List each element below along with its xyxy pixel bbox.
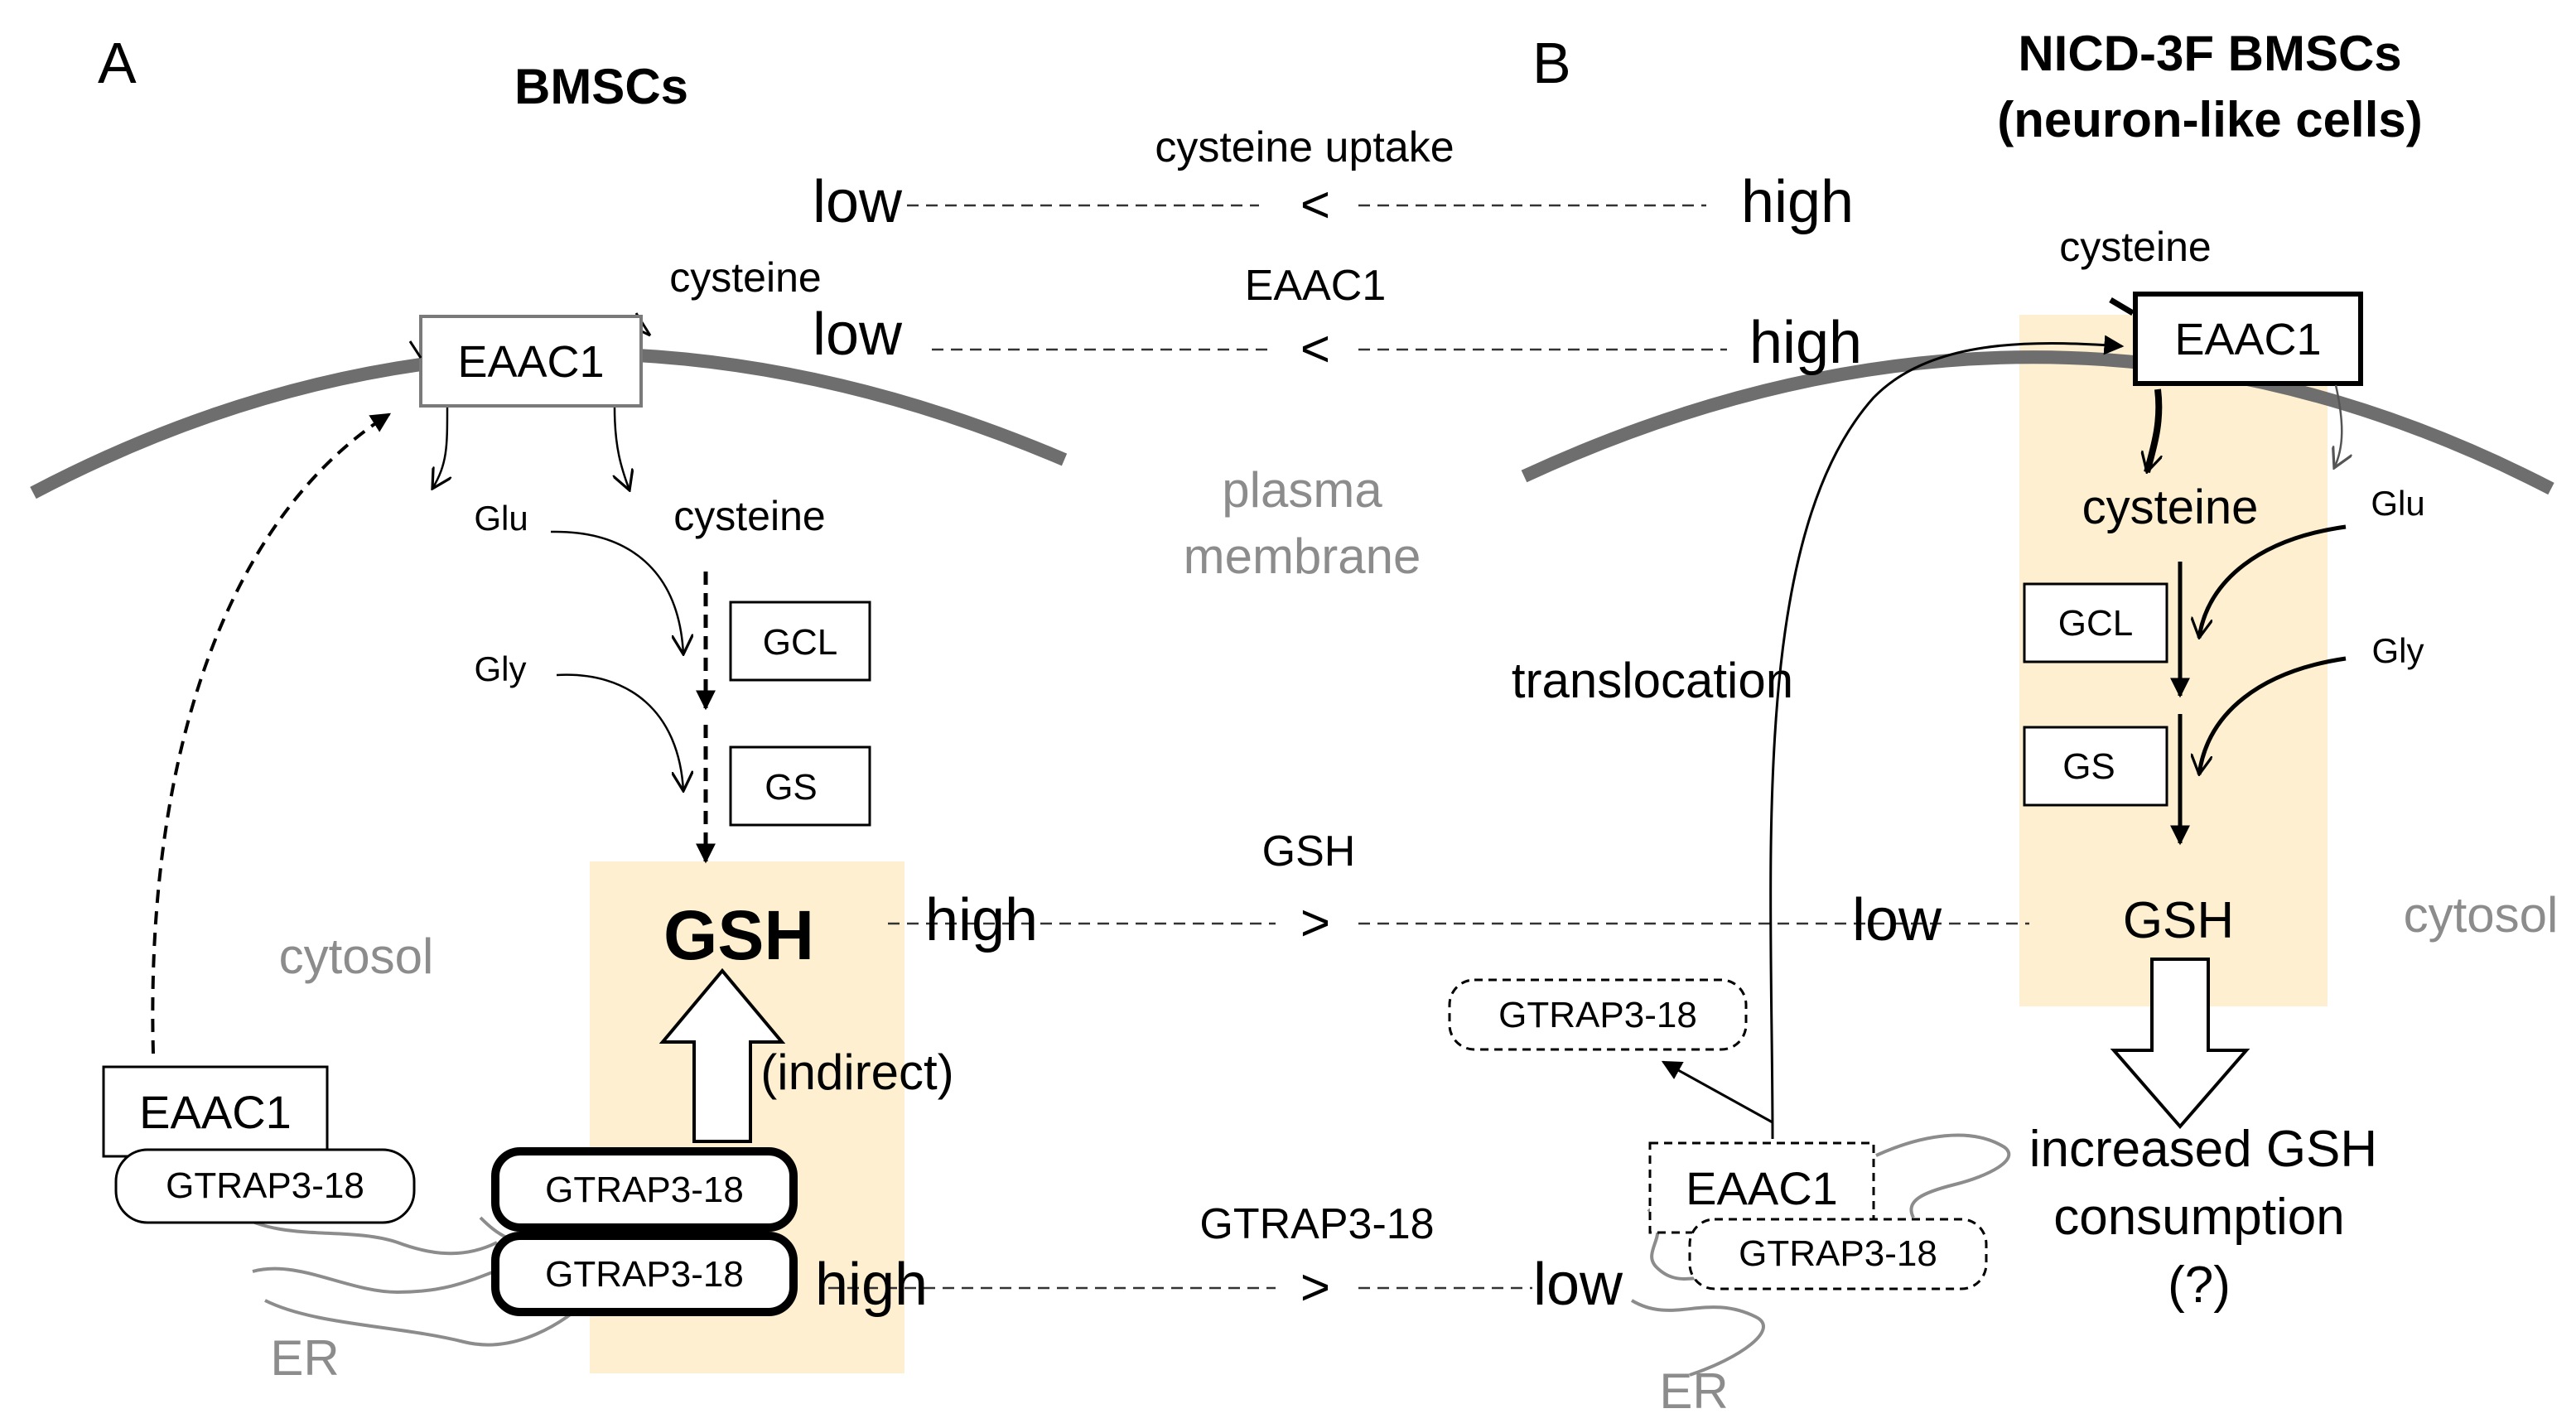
comparison-row-gsh: GSH high > low: [888, 827, 2029, 953]
panel-a-eaac1-er-box: [102, 1065, 329, 1158]
panel-a-gtrap-er-box: [114, 1148, 416, 1224]
panel-a-eaac1-membrane-label: EAAC1: [457, 337, 604, 387]
comparison-row-cysteine-uptake: cysteine uptake low < high: [813, 123, 1854, 235]
panel-b-consumption-line1: increased GSH: [2029, 1121, 2377, 1178]
panel-a-gtrap-box-2: [491, 1232, 798, 1316]
panel-b-gtrap-er-label: GTRAP3-18: [1739, 1233, 1937, 1274]
panel-a-er-label: ER: [270, 1330, 339, 1386]
comparison-left-value: high: [815, 1252, 928, 1318]
panel-a-gtrap-label-2: GTRAP3-18: [545, 1254, 744, 1295]
panel-a-cytosol-label: cytosol: [279, 929, 434, 984]
panel-a-cysteine-inside: cysteine: [673, 493, 825, 539]
panel-b-translocation-label: translocation: [1512, 653, 1793, 708]
panel-b-er-label: ER: [1659, 1363, 1728, 1419]
panel-b-gs-box: [2023, 726, 2168, 807]
comparison-left-value: high: [925, 887, 1038, 953]
panel-a-er-shape: [234, 1212, 598, 1347]
panel-a-gly-label: Gly: [475, 649, 527, 688]
panel-b-consumption-line2: consumption: [2053, 1189, 2345, 1246]
comparison-symbol: <: [1300, 321, 1330, 378]
panel-a-indirect-label: (indirect): [760, 1044, 953, 1100]
panel-a-gs-box: [729, 745, 871, 827]
panel-a-eaac1-membrane-box: [419, 315, 643, 408]
comparison-symbol: >: [1300, 895, 1330, 952]
panel-a-gs-label: GS: [765, 767, 818, 808]
panel-a-gcl-label: GCL: [763, 622, 837, 663]
comparison-label: EAAC1: [1245, 262, 1387, 310]
comparison-left-value: low: [813, 302, 903, 368]
panel-a-title: BMSCs: [514, 59, 688, 114]
panel-a-gtrap-er-label: GTRAP3-18: [166, 1165, 364, 1206]
panel-a-gcl-box: [729, 601, 871, 682]
comparison-right-value: low: [1533, 1252, 1623, 1318]
panel-a-letter: A: [98, 31, 137, 95]
comparison-label: GTRAP3-18: [1199, 1200, 1434, 1248]
panel-b-consumption-line3: (?): [2168, 1257, 2231, 1314]
panel-b-gtrap-free-box: [1448, 978, 1748, 1051]
panel-b-letter: B: [1532, 31, 1571, 95]
panel-b-cysteine-inside: cysteine: [2082, 480, 2259, 534]
panel-b-eaac1-er-label: EAAC1: [1686, 1162, 1838, 1214]
comparison-row-gtrap3-18: GTRAP3-18 high > low: [815, 1200, 1623, 1318]
comparison-symbol: <: [1300, 176, 1330, 234]
comparison-symbol: >: [1300, 1259, 1330, 1316]
comparison-right-value: low: [1852, 887, 1942, 953]
panel-a-eaac1-er-label: EAAC1: [139, 1086, 292, 1138]
panel-a-glu-label: Glu: [474, 499, 528, 538]
panel-b-gs-label: GS: [2062, 746, 2115, 787]
panel-a-indirect-up-arrow: [658, 967, 786, 1143]
panel-b-cytosol-label: cytosol: [2404, 887, 2559, 943]
comparison-right-value: high: [1741, 169, 1854, 235]
panel-a-cysteine-outside: cysteine: [669, 254, 821, 301]
comparison-right-value: high: [1749, 310, 1862, 376]
panel-b-consumption-down-arrow: [2110, 958, 2250, 1130]
panel-a-gtrap-box-1: [491, 1147, 798, 1232]
panel-b-eaac1-membrane-box: [2133, 292, 2363, 386]
panel-b-gly-label: Gly: [2372, 631, 2424, 670]
panel-b-eaac1-er-box: [1648, 1141, 1875, 1234]
panel-b-gtrap-er-box: [1688, 1218, 1988, 1291]
panel-b-gsh-label: GSH: [2123, 892, 2234, 949]
panel-b-gcl-box: [2023, 582, 2168, 663]
panel-b-glu-label: Glu: [2371, 484, 2424, 523]
panel-b-eaac1-membrane-label: EAAC1: [2174, 315, 2321, 364]
plasma-membrane-label: plasma: [1222, 462, 1382, 518]
comparison-left-value: low: [813, 169, 903, 235]
panel-b-cysteine-outside: cysteine: [2059, 224, 2211, 270]
panel-b-plasma-membrane: [1521, 350, 2554, 495]
comparison-row-eaac1: EAAC1 low < high: [813, 262, 1862, 378]
comparison-label: cysteine uptake: [1155, 123, 1454, 171]
panel-a-gtrap-label-1: GTRAP3-18: [545, 1170, 744, 1210]
panel-b-gcl-label: GCL: [2058, 603, 2133, 644]
plasma-membrane-label-2: membrane: [1184, 528, 1421, 584]
panel-b-gtrap-free-label: GTRAP3-18: [1498, 995, 1697, 1035]
comparison-label: GSH: [1262, 827, 1356, 876]
panel-b-title-line1: NICD-3F BMSCs: [2018, 26, 2401, 81]
panel-b-title-line2: (neuron-like cells): [1997, 92, 2422, 147]
panel-a-gsh-label: GSH: [663, 896, 814, 974]
